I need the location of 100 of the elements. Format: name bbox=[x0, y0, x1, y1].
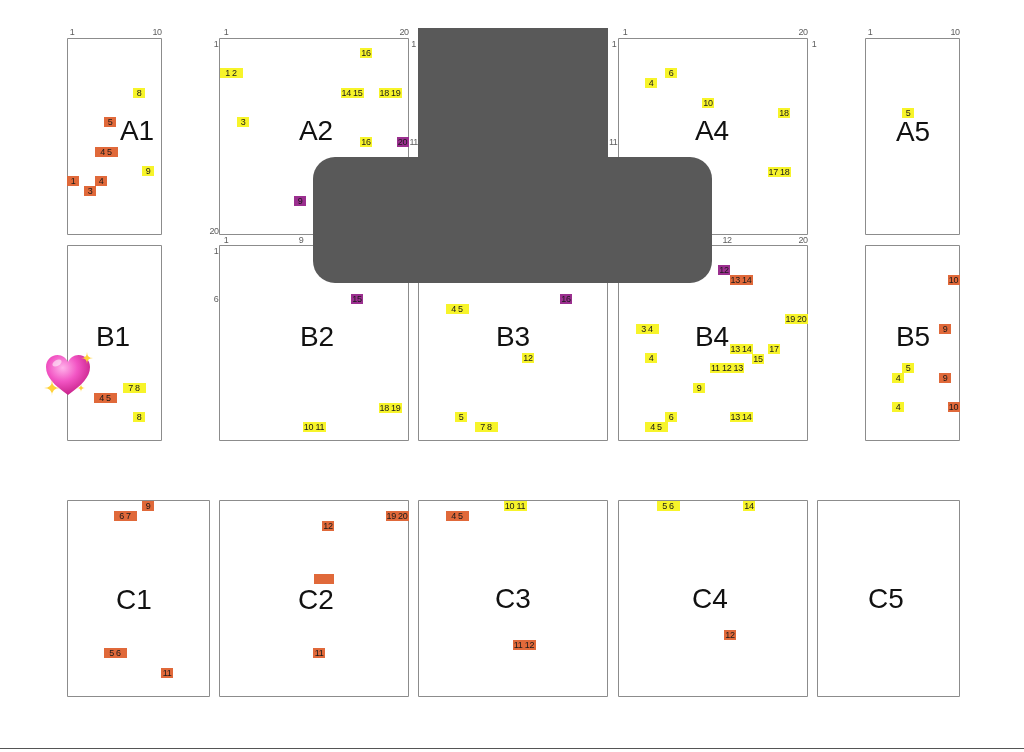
seat-marker: 14 15 bbox=[340, 88, 364, 98]
seat-marker: 3 bbox=[84, 186, 96, 196]
seat-marker: 12 bbox=[718, 265, 730, 275]
block-label: C2 bbox=[298, 586, 334, 614]
seat-marker: 4 bbox=[645, 353, 657, 363]
seat-marker: 4 bbox=[892, 402, 904, 412]
seat-marker: 13 14 bbox=[729, 275, 753, 285]
seat-marker: 13 14 bbox=[729, 344, 753, 354]
seat-marker: 10 11 bbox=[302, 422, 326, 432]
tick-number: 10 bbox=[950, 27, 960, 37]
tick-number: 11 bbox=[608, 137, 618, 147]
seat-marker: 4 5 bbox=[445, 304, 469, 314]
seat-marker: 12 bbox=[322, 521, 334, 531]
seating-block bbox=[618, 500, 808, 697]
seat-marker: 4 5 bbox=[445, 511, 469, 521]
seat-marker: 18 bbox=[778, 108, 790, 118]
seat-marker: 6 bbox=[665, 68, 677, 78]
seat-marker: 6 7 bbox=[113, 511, 137, 521]
seat-marker: 9 bbox=[294, 196, 306, 206]
seat-marker: 15 bbox=[351, 294, 363, 304]
tick-number: 1 bbox=[223, 27, 229, 37]
tick-number: 20 bbox=[399, 27, 409, 37]
seat-marker bbox=[314, 574, 334, 584]
block-label: C4 bbox=[692, 585, 728, 613]
block-label: C5 bbox=[868, 585, 904, 613]
seat-marker: 16 bbox=[360, 137, 372, 147]
seat-marker: 8 bbox=[133, 88, 145, 98]
block-label: A5 bbox=[895, 118, 931, 146]
seat-marker: 4 bbox=[95, 176, 107, 186]
seating-block bbox=[418, 500, 608, 697]
seating-block bbox=[67, 38, 162, 235]
seat-marker: 9 bbox=[693, 383, 705, 393]
seating-block bbox=[618, 38, 808, 235]
seat-marker: 8 bbox=[133, 412, 145, 422]
tick-number: 1 bbox=[622, 27, 628, 37]
tick-number: 1 bbox=[611, 39, 617, 49]
block-label: B4 bbox=[694, 323, 730, 351]
tick-number: 1 bbox=[213, 246, 219, 256]
seat-marker: 9 bbox=[939, 324, 951, 334]
seating-block bbox=[219, 245, 409, 441]
seating-block bbox=[618, 245, 808, 441]
block-label: C3 bbox=[495, 585, 531, 613]
stage-runway bbox=[418, 28, 608, 157]
tick-number: 10 bbox=[152, 27, 162, 37]
seat-marker: 10 bbox=[947, 402, 960, 412]
block-label: B1 bbox=[95, 323, 131, 351]
tick-number: 6 bbox=[213, 294, 219, 304]
tick-number: 1 bbox=[867, 27, 873, 37]
seat-marker: 20 bbox=[396, 137, 409, 147]
block-label: B5 bbox=[895, 323, 931, 351]
seat-marker: 17 18 bbox=[767, 167, 791, 177]
seat-marker: 6 bbox=[665, 412, 677, 422]
seat-marker: 10 bbox=[702, 98, 714, 108]
seat-marker: 1 2 bbox=[219, 68, 243, 78]
tick-number: 1 bbox=[213, 39, 219, 49]
block-label: B2 bbox=[299, 323, 335, 351]
seat-marker: 19 20 bbox=[385, 511, 409, 521]
seating-block bbox=[865, 245, 960, 441]
block-label: A4 bbox=[694, 117, 730, 145]
seat-marker: 5 6 bbox=[656, 501, 680, 511]
seat-marker: 17 bbox=[768, 344, 780, 354]
tick-number: 1 bbox=[223, 235, 229, 245]
stage-platform bbox=[313, 157, 712, 283]
seat-marker: 12 bbox=[522, 353, 534, 363]
seat-marker: 5 6 bbox=[103, 648, 127, 658]
seat-marker: 5 bbox=[455, 412, 467, 422]
seat-marker: 14 bbox=[743, 501, 755, 511]
block-label: A1 bbox=[119, 117, 155, 145]
seat-marker: 18 19 bbox=[378, 88, 402, 98]
block-label: C1 bbox=[116, 586, 152, 614]
seat-marker: 19 20 bbox=[784, 314, 808, 324]
seating-block bbox=[219, 38, 409, 235]
seat-marker: 11 bbox=[313, 648, 325, 658]
seat-marker: 18 19 bbox=[378, 403, 402, 413]
tick-number: 1 bbox=[411, 39, 416, 49]
seat-marker: 12 bbox=[724, 630, 736, 640]
seat-marker: 4 5 bbox=[93, 393, 117, 403]
seat-marker: 10 11 bbox=[503, 501, 527, 511]
seat-marker: 10 bbox=[947, 275, 960, 285]
tick-number: 9 bbox=[298, 235, 304, 245]
seat-marker: 9 bbox=[142, 166, 154, 176]
seating-block bbox=[67, 500, 210, 697]
block-label: B3 bbox=[495, 323, 531, 351]
tick-number: 20 bbox=[798, 235, 808, 245]
tick-number: 20 bbox=[798, 27, 808, 37]
seat-marker: 11 12 13 bbox=[710, 363, 744, 373]
seat-marker: 7 8 bbox=[122, 383, 146, 393]
tick-number: 1 bbox=[69, 27, 75, 37]
block-label: A2 bbox=[298, 117, 334, 145]
seat-marker: 5 bbox=[902, 108, 914, 118]
tick-number: 12 bbox=[722, 235, 732, 245]
tick-number: 1 bbox=[811, 39, 817, 49]
tick-number: 20 bbox=[209, 226, 219, 236]
seat-marker: 16 bbox=[360, 48, 372, 58]
seat-marker: 4 5 bbox=[644, 422, 668, 432]
seat-marker: 1 bbox=[67, 176, 79, 186]
seating-block bbox=[817, 500, 960, 697]
seat-marker: 11 12 bbox=[512, 640, 536, 650]
seating-block bbox=[219, 500, 409, 697]
tick-number: 11 bbox=[409, 137, 418, 147]
